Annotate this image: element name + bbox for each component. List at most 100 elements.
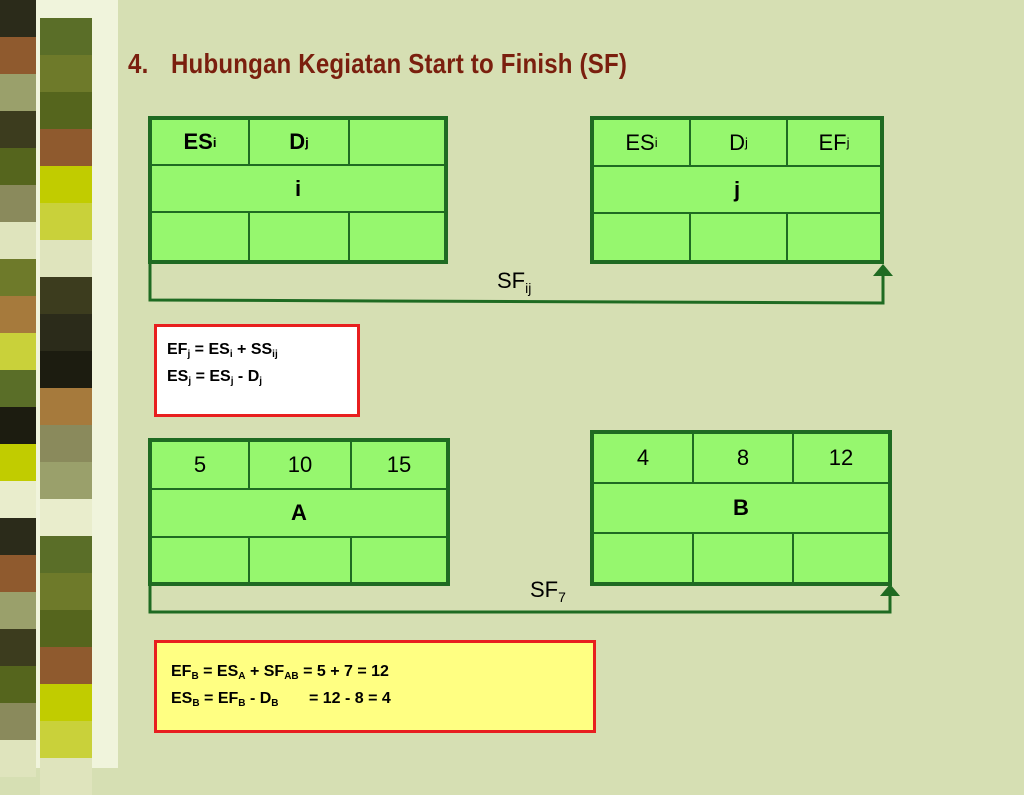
- node-j-lf-cell: [787, 213, 881, 261]
- strip-block-right: [40, 129, 92, 166]
- strip-block-left: [0, 407, 36, 444]
- fe2-d: = 12 - 8 = 4: [304, 690, 391, 707]
- node-a-es: 5: [193, 452, 207, 477]
- node-j-es: ES: [625, 129, 655, 155]
- node-a-ef: 15: [386, 452, 412, 477]
- strip-block-right: [40, 684, 92, 721]
- node-b-float-cell: [693, 533, 793, 583]
- node-j-d: D: [729, 129, 745, 155]
- fe1-a-sub: B: [191, 671, 199, 682]
- fg1-c: + SS: [232, 341, 273, 358]
- strip-block-left: [0, 222, 36, 259]
- strip-block-right: [40, 425, 92, 462]
- node-a-d: 10: [287, 452, 313, 477]
- node-i-name-cell: i: [151, 165, 445, 212]
- fe1-b: = ES: [198, 663, 239, 680]
- strip-block-left: [0, 37, 36, 74]
- node-a-ef-cell: 15: [351, 441, 447, 489]
- strip-block-right: [40, 647, 92, 684]
- node-i-es-sub: i: [212, 134, 217, 150]
- strip-block-left: [0, 111, 36, 148]
- node-i-es: ES: [183, 129, 213, 154]
- node-b-d: 8: [736, 445, 750, 470]
- node-a: 5 10 15 A: [148, 438, 450, 586]
- fe1-b-sub: A: [238, 671, 246, 682]
- formula-general-box: EFj = ESi + SSij ESj = ESj - Dj: [154, 324, 360, 417]
- node-b-name-cell: B: [593, 483, 889, 533]
- node-j-d-sub: j: [745, 135, 748, 150]
- strip-block-left: [0, 74, 36, 111]
- node-i-lf-cell: [349, 212, 445, 261]
- formula-example-line-2: ESB = EFB - DB = 12 - 8 = 4: [171, 688, 583, 715]
- node-b: 4 8 12 B: [590, 430, 892, 586]
- link-sf-ij: [148, 263, 885, 305]
- strip-block-right: [40, 203, 92, 240]
- fg1-c-sub: ij: [272, 349, 278, 360]
- node-j-ef-sub: j: [846, 135, 850, 150]
- strip-block-right: [40, 166, 92, 203]
- node-j-float-cell: [690, 213, 787, 261]
- fg2-c: - D: [233, 368, 260, 385]
- link-label-sf-7-sub: 7: [558, 589, 566, 605]
- fe1-d: = 5 + 7 = 12: [298, 663, 389, 680]
- node-j-ls-cell: [593, 213, 690, 261]
- node-j-es-sub: i: [654, 135, 658, 150]
- fe2-a-sub: B: [192, 698, 200, 709]
- strip-block-left: [0, 592, 36, 629]
- strip-block-right: [40, 462, 92, 499]
- fg2-b-sub: j: [230, 376, 234, 387]
- strip-block-left: [0, 333, 36, 370]
- formula-general-line-1: EFj = ESi + SSij: [167, 339, 347, 366]
- strip-block-right: [40, 55, 92, 92]
- node-a-float-cell: [249, 537, 351, 583]
- fg1-b: = ES: [190, 341, 230, 358]
- arrowhead-node-b: [880, 584, 900, 596]
- link-label-sf-ij: SFij: [497, 268, 531, 296]
- fg2-b: = ES: [191, 368, 231, 385]
- fe2-b-sub: B: [238, 698, 246, 709]
- strip-block-left: [0, 444, 36, 481]
- strip-block-right: [40, 277, 92, 314]
- fg2-a: ES: [167, 368, 189, 385]
- strip-block-left: [0, 0, 36, 37]
- fe2-c-sub: B: [271, 698, 279, 709]
- node-a-ls-cell: [151, 537, 249, 583]
- formula-example-line-1: EFB = ESA + SFAB = 5 + 7 = 12: [171, 661, 583, 688]
- node-i-ls-cell: [151, 212, 249, 261]
- strip-block-right: [40, 499, 92, 536]
- strip-block-right: [40, 314, 92, 351]
- fg2-c-sub: j: [259, 376, 263, 387]
- node-a-name: A: [291, 500, 307, 525]
- strip-block-right: [40, 18, 92, 55]
- node-j-name-cell: j: [593, 166, 881, 213]
- strip-block-left: [0, 666, 36, 703]
- strip-block-right: [40, 388, 92, 425]
- node-b-d-cell: 8: [693, 433, 793, 483]
- strip-block-right: [40, 573, 92, 610]
- strip-block-right: [40, 721, 92, 758]
- node-i-ef-cell: [349, 119, 445, 165]
- link-label-sf-7-base: SF: [530, 577, 559, 602]
- strip-block-left: [0, 703, 36, 740]
- strip-block-right: [40, 351, 92, 388]
- node-a-es-cell: 5: [151, 441, 249, 489]
- fe1-c: + SF: [245, 663, 285, 680]
- link-label-sf-ij-base: SF: [497, 268, 526, 293]
- link-sf-7: [148, 584, 892, 614]
- title-text: Hubungan Kegiatan Start to Finish (SF): [171, 48, 628, 79]
- strip-block-right: [40, 610, 92, 647]
- node-i-float-cell: [249, 212, 349, 261]
- node-b-name: B: [733, 495, 749, 520]
- node-j-name: j: [733, 176, 741, 202]
- strip-block-left: [0, 555, 36, 592]
- node-a-d-cell: 10: [249, 441, 351, 489]
- node-j-ef: EF: [818, 129, 847, 155]
- arrowhead-node-j: [873, 264, 893, 276]
- node-i-d-sub: j: [305, 134, 309, 150]
- strip-block-left: [0, 370, 36, 407]
- node-b-es-cell: 4: [593, 433, 693, 483]
- fg2-a-sub: j: [188, 376, 192, 387]
